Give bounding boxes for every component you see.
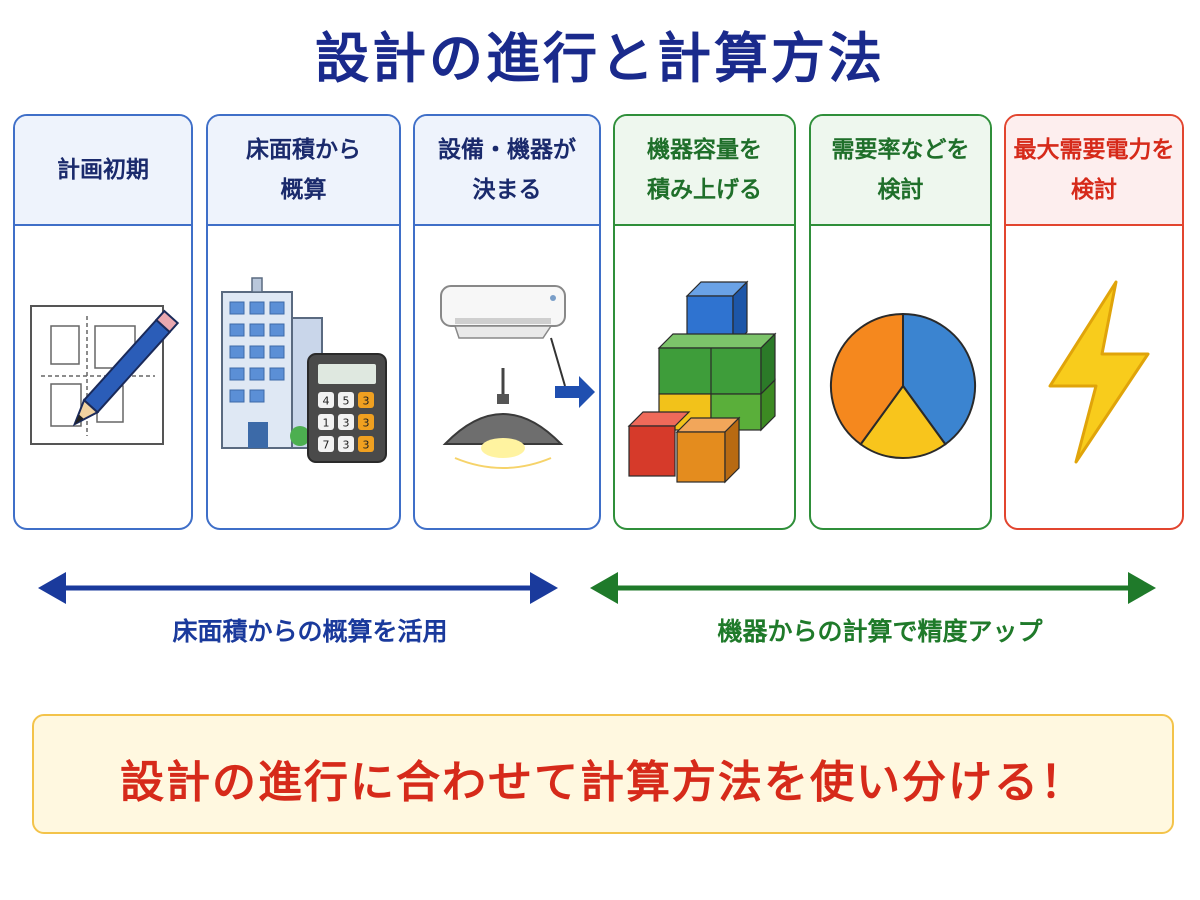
stage-heading: 床面積から 概算 [208, 116, 399, 226]
stage-heading-line: 最大需要電力を [1013, 137, 1175, 163]
stage-heading-line: 検討 [877, 177, 924, 203]
calculator-key-label: 5 [343, 395, 350, 408]
stacked-blocks-icon [627, 280, 777, 484]
stage-heading: 計画初期 [15, 116, 191, 226]
air-conditioner-lamp-icon [440, 285, 595, 469]
stage-heading-line: 検討 [1071, 177, 1117, 203]
calculator-key-label: 7 [323, 439, 330, 452]
calculator-key-label: 3 [343, 417, 350, 430]
range-label-equipment: 機器からの計算で精度アップ [717, 617, 1043, 646]
calculator-key [358, 436, 374, 452]
calculator-key [318, 436, 334, 452]
calculator-key-label: 3 [363, 417, 370, 430]
conclusion-banner: 設計の進行に合わせて計算方法を使い分ける！ [32, 714, 1174, 834]
floor-plan-pencil-icon [30, 305, 180, 445]
range-label-floor-area: 床面積からの概算を活用 [172, 617, 448, 646]
stage-heading: 需要率などを 検討 [811, 116, 990, 226]
stage-heading: 最大需要電力を 検討 [1006, 116, 1182, 226]
pie-chart-icon [830, 312, 976, 459]
stage-card-demand-factor: 需要率などを 検討 [809, 114, 992, 530]
stage-heading-line: 機器容量を [647, 137, 762, 163]
calculator-key [338, 392, 354, 408]
stage-heading-line: 設備・機器が [438, 137, 576, 163]
pie-slice [859, 384, 947, 459]
stage-heading-line: 概算 [280, 177, 327, 203]
stage-heading-line: 計画初期 [57, 157, 149, 183]
calculator-key-label: 3 [363, 395, 370, 408]
arrow-right-range [590, 572, 1156, 604]
stage-heading-line: 床面積から [246, 137, 361, 163]
stage-card-stack-capacity: 機器容量を 積み上げる [613, 114, 796, 530]
stage-heading-line: 需要率などを [831, 137, 970, 163]
stage-card-equipment-decided: 設備・機器が 決まる [413, 114, 601, 530]
calculator-key [338, 414, 354, 430]
calculator-key-label: 3 [343, 439, 350, 452]
stage-heading-line: 積み上げる [647, 177, 762, 203]
calculator-key [358, 392, 374, 408]
stage-heading: 機器容量を 積み上げる [615, 116, 794, 226]
calculator-key-label: 4 [323, 395, 330, 408]
range-arrows [38, 572, 1156, 604]
stage-card-max-demand: 最大需要電力を 検討 [1004, 114, 1184, 530]
calculator-key [338, 436, 354, 452]
calculator-key-label: 3 [363, 439, 370, 452]
arrow-left-range [38, 572, 558, 604]
calculator-key [318, 414, 334, 430]
stage-heading: 設備・機器が 決まる [415, 116, 599, 226]
stage-heading-line: 決まる [472, 177, 542, 203]
calculator-key-label: 1 [323, 417, 330, 430]
stage-card-planning: 計画初期 [13, 114, 193, 530]
calculator-key [358, 414, 374, 430]
pie-slice [830, 312, 904, 446]
calculator-key [318, 392, 334, 408]
pie-slice [902, 312, 976, 446]
conclusion-text: 設計の進行に合わせて計算方法を使い分ける！ [120, 757, 1086, 808]
page-title: 設計の進行と計算方法 [315, 27, 885, 90]
lightning-bolt-icon [1048, 280, 1150, 464]
